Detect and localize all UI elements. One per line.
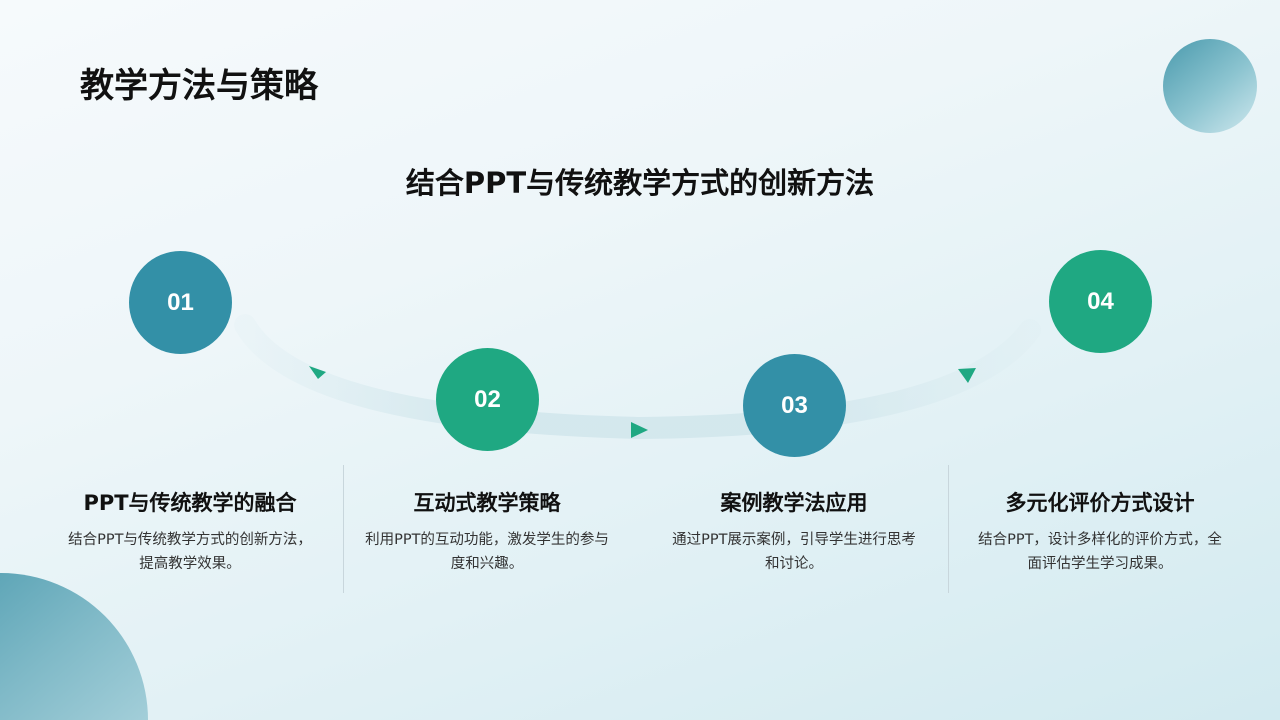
curve-band <box>234 314 1041 440</box>
page-title: 教学方法与策略 <box>80 66 318 106</box>
step-card-03: 案例教学法应用 通过PPT展示案例，引导学生进行思考和讨论。 <box>664 488 924 576</box>
step-description: 结合PPT，设计多样化的评价方式，全面评估学生学习成果。 <box>978 532 1222 572</box>
triangle-arrow-icon <box>631 422 648 438</box>
column-divider <box>343 465 344 593</box>
step-card-01: PPT与传统教学的融合 结合PPT与传统教学方式的创新方法，提高教学效果。 <box>60 488 320 576</box>
triangle-arrow-icon <box>958 368 976 383</box>
step-number: 03 <box>781 391 808 419</box>
step-title: PPT与传统教学的融合 <box>83 491 297 515</box>
step-title: 互动式教学策略 <box>413 491 561 515</box>
step-number: 04 <box>1087 287 1114 315</box>
step-description: 结合PPT与传统教学方式的创新方法，提高教学效果。 <box>68 532 312 572</box>
triangle-arrow-icon <box>309 366 326 379</box>
step-title: 多元化评价方式设计 <box>1005 491 1195 515</box>
step-description: 通过PPT展示案例，引导学生进行思考和讨论。 <box>672 532 916 572</box>
step-circle-02: 02 <box>436 348 539 451</box>
step-circle-03: 03 <box>743 354 846 457</box>
column-divider <box>948 465 949 593</box>
step-circle-04: 04 <box>1049 250 1152 353</box>
decorative-circle-top-right <box>1163 39 1257 133</box>
step-title: 案例教学法应用 <box>720 491 868 515</box>
step-card-04: 多元化评价方式设计 结合PPT，设计多样化的评价方式，全面评估学生学习成果。 <box>970 488 1230 576</box>
step-number: 02 <box>474 385 501 413</box>
page-subtitle: 结合PPT与传统教学方式的创新方法 <box>405 166 875 200</box>
step-number: 01 <box>167 288 194 316</box>
step-card-02: 互动式教学策略 利用PPT的互动功能，激发学生的参与度和兴趣。 <box>357 488 617 576</box>
step-circle-01: 01 <box>129 251 232 354</box>
step-description: 利用PPT的互动功能，激发学生的参与度和兴趣。 <box>365 532 609 572</box>
